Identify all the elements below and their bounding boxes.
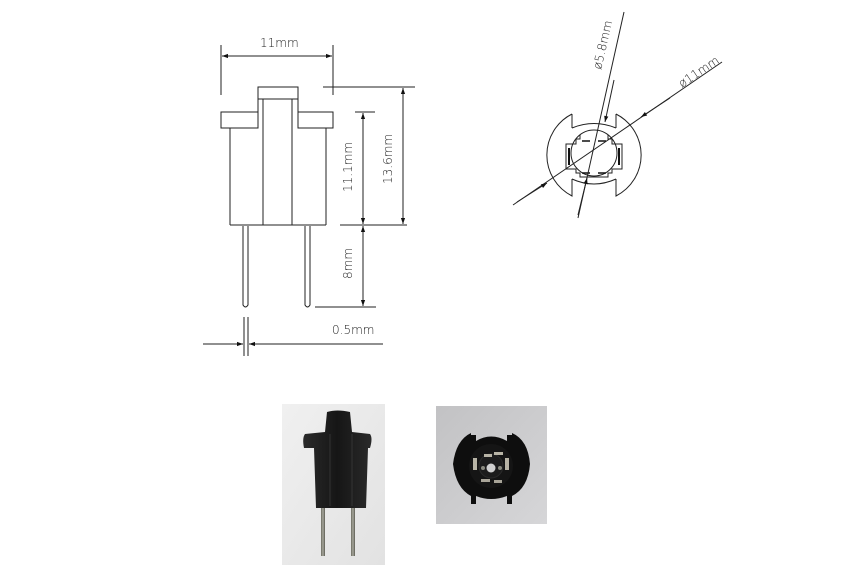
outer-diameter-label: ø11mm: [676, 53, 722, 90]
side-view: 11mm 13.6mm 11.1mm 8mm: [203, 36, 415, 356]
total-height-label: 13.6mm: [381, 134, 395, 184]
top-tab: [257, 86, 299, 100]
outer-diameter-arrow-top: [640, 97, 671, 118]
top-photo: [436, 406, 547, 524]
photo-connector-body: [303, 410, 372, 508]
photo-center-hole: [486, 463, 496, 473]
width-label: 11mm: [260, 36, 299, 50]
inner-circle: [570, 129, 618, 177]
outer-diameter-leader: [512, 61, 723, 206]
inner-ring-top: [571, 123, 617, 129]
photo-pin-right: [351, 504, 355, 556]
outer-arc-right: [615, 113, 642, 197]
outer-arc-left: [546, 113, 573, 197]
pin-length-label: 8mm: [341, 248, 355, 279]
pin-right: [304, 226, 311, 308]
pin-left: [242, 226, 249, 308]
inner-diameter-arrow-top: [604, 79, 615, 123]
inner-diameter-arrow-bottom: [577, 177, 588, 216]
photo-pin-left: [321, 504, 325, 556]
key-outline: [565, 135, 623, 178]
pin-thickness-label: 0.5mm: [332, 323, 374, 337]
outer-diameter-arrow-bottom: [516, 182, 548, 203]
inner-ring-bottom: [571, 178, 617, 185]
side-photo: [282, 404, 385, 565]
inner-diameter-label: ø5.8mm: [590, 19, 615, 71]
flange-right: [297, 111, 334, 129]
top-view: [546, 113, 642, 197]
body-height-label: 11.1mm: [341, 142, 355, 192]
flange-left: [220, 111, 259, 129]
